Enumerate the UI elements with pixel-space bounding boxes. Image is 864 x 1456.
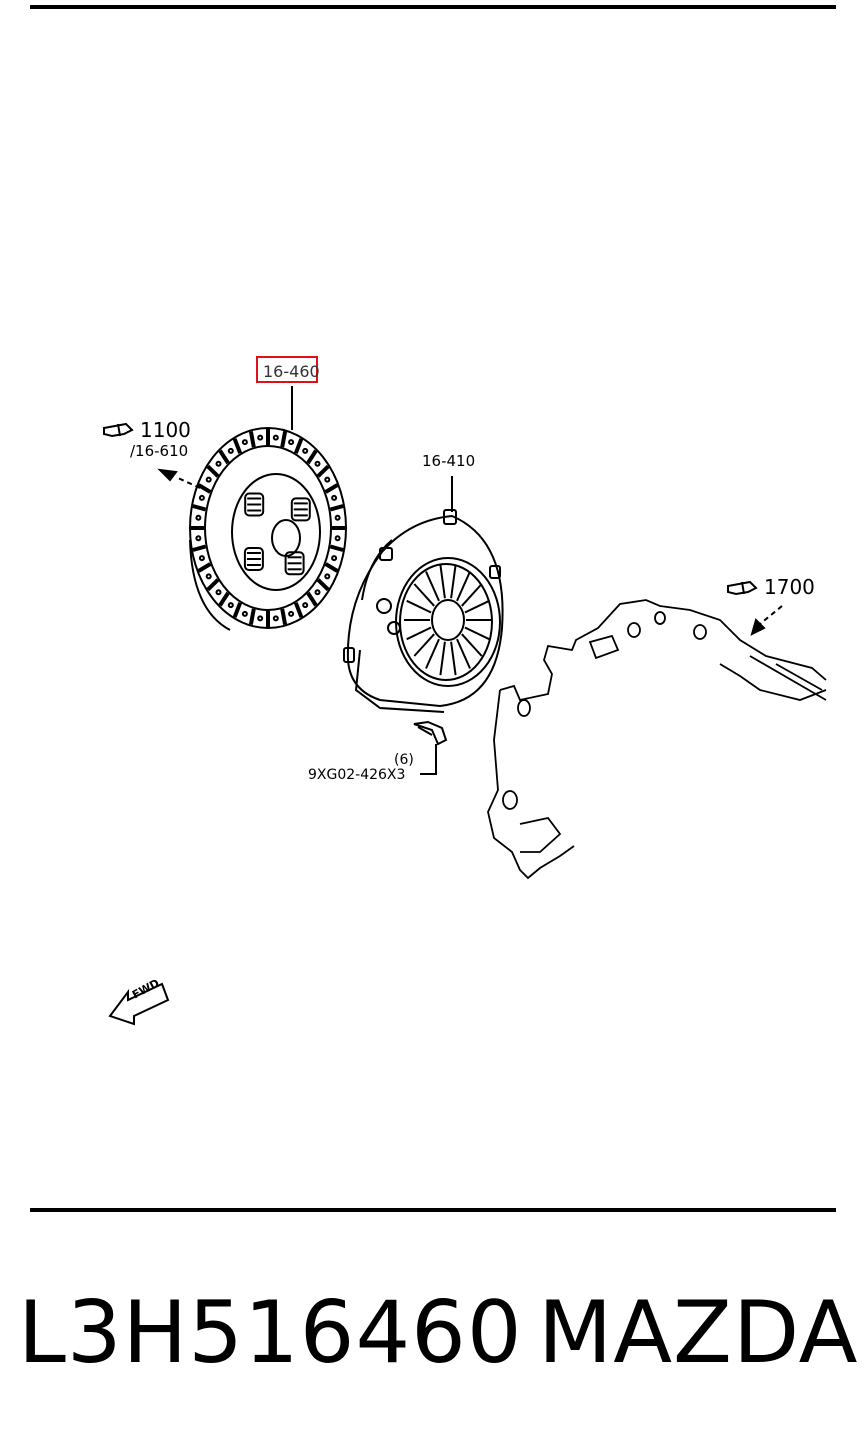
pressure-plate[interactable] — [343, 509, 504, 713]
label-bolt-part[interactable]: 9XG02-426X3 — [308, 767, 406, 783]
label-16-610[interactable]: /16-610 — [130, 442, 189, 460]
bottom-rule — [30, 1208, 836, 1212]
transmission-housing[interactable] — [487, 599, 827, 880]
label-1700[interactable]: 1700 — [764, 575, 815, 599]
part-number: L3H516460 — [18, 1283, 523, 1383]
label-16-410[interactable]: 16-410 — [422, 452, 476, 470]
label-1100[interactable]: 1100 — [140, 418, 191, 442]
brand-name: MAZDA — [538, 1283, 859, 1383]
ref-arrow-1700 — [750, 605, 783, 636]
bolt-9xg02[interactable] — [413, 720, 448, 775]
hand-pointer-icon-2 — [727, 580, 758, 596]
top-rule — [30, 5, 836, 9]
selected-part-highlight — [256, 356, 318, 383]
fwd-arrow-icon — [108, 982, 170, 1026]
label-bolt-qty: (6) — [394, 752, 414, 768]
ref-arrow-1100 — [157, 468, 201, 489]
label-16-460[interactable]: 16-460 — [263, 362, 320, 381]
clutch-exploded-diagram — [103, 386, 827, 1026]
clutch-disc[interactable] — [189, 427, 347, 631]
hand-pointer-icon — [103, 422, 134, 438]
